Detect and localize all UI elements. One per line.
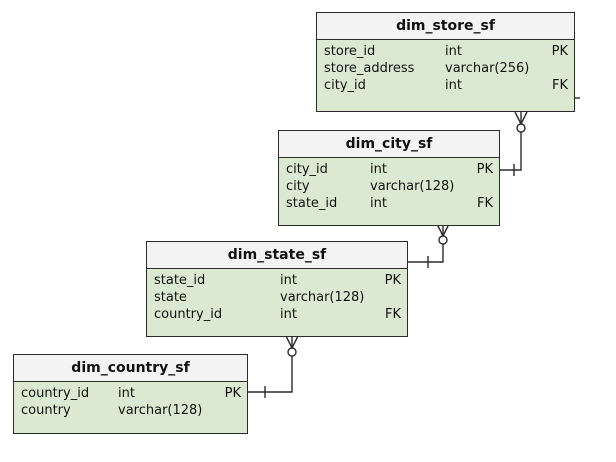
column-row: store_address varchar(256): [324, 60, 568, 77]
column-name: city: [286, 179, 310, 194]
column-type: int: [445, 78, 462, 93]
column-key: PK: [224, 386, 241, 401]
table-title: dim_state_sf: [147, 242, 407, 269]
column-key: PK: [384, 273, 401, 288]
column-type: int: [118, 386, 135, 401]
column-key: PK: [551, 44, 568, 59]
column-name: country_id: [21, 386, 90, 401]
column-row: city_id int PK: [286, 161, 493, 178]
column-type: int: [445, 44, 462, 59]
relationship-store-city: [500, 93, 580, 176]
column-name: store_id: [324, 44, 376, 59]
column-row: city_id int FK: [324, 77, 568, 94]
column-type: int: [280, 273, 297, 288]
column-name: state: [154, 290, 187, 305]
table-title: dim_store_sf: [317, 13, 574, 40]
column-type: varchar(128): [370, 179, 455, 194]
column-row: state varchar(128): [154, 289, 401, 306]
column-name: city_id: [286, 162, 328, 177]
column-name: city_id: [324, 78, 366, 93]
table-dim-state-sf[interactable]: dim_state_sf state_id int PK state varch…: [146, 241, 408, 337]
relationship-state-country: [248, 335, 299, 398]
column-name: state_id: [286, 196, 338, 211]
column-type: int: [370, 162, 387, 177]
column-type: int: [280, 307, 297, 322]
column-type: int: [370, 196, 387, 211]
column-key: FK: [551, 78, 568, 93]
column-row: country varchar(128): [21, 402, 241, 419]
table-dim-store-sf[interactable]: dim_store_sf store_id int PK store_addre…: [316, 12, 575, 112]
column-name: state_id: [154, 273, 206, 288]
column-name: store_address: [324, 61, 415, 76]
column-row: city varchar(128): [286, 178, 493, 195]
table-title: dim_country_sf: [14, 355, 247, 382]
column-key: PK: [476, 162, 493, 177]
column-type: varchar(128): [280, 290, 365, 305]
column-name: country: [21, 403, 71, 418]
column-type: varchar(256): [445, 61, 530, 76]
table-dim-country-sf[interactable]: dim_country_sf country_id int PK country…: [13, 354, 248, 434]
column-type: varchar(128): [118, 403, 203, 418]
column-row: store_id int PK: [324, 43, 568, 60]
column-key: FK: [476, 196, 493, 211]
column-row: country_id int PK: [21, 385, 241, 402]
relationship-city-state: [408, 223, 450, 268]
column-row: state_id int PK: [154, 272, 401, 289]
column-row: state_id int FK: [286, 195, 493, 212]
table-dim-city-sf[interactable]: dim_city_sf city_id int PK city varchar(…: [278, 130, 500, 226]
column-row: country_id int FK: [154, 306, 401, 323]
table-title: dim_city_sf: [279, 131, 499, 158]
column-key: FK: [384, 307, 401, 322]
column-name: country_id: [154, 307, 223, 322]
